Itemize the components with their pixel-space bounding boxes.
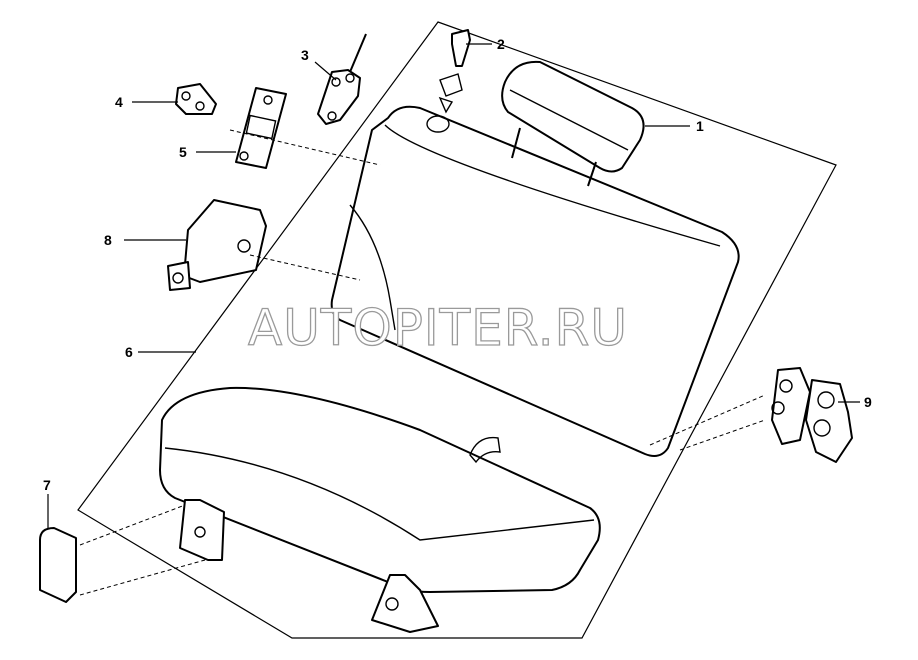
- headrest: [501, 60, 645, 187]
- callout-2: 2: [497, 36, 505, 52]
- callout-4: 4: [115, 94, 123, 110]
- seat-backrest: [330, 105, 740, 457]
- hinge-bracket-right: [771, 367, 853, 463]
- callout-8: 8: [104, 232, 112, 248]
- callout-1: 1: [696, 118, 704, 134]
- callout-9: 9: [864, 394, 872, 410]
- headrest-guide: [438, 29, 471, 114]
- hinge-bracket-left: [167, 199, 267, 291]
- assembly-boundary: [77, 21, 837, 639]
- small-hinge: [175, 83, 217, 115]
- seat-cushion: [159, 386, 601, 593]
- cushion-front-leg: [179, 499, 225, 561]
- callout-3: 3: [301, 47, 309, 63]
- callout-6: 6: [125, 344, 133, 360]
- watermark-text: AUTOPITER.RU: [248, 299, 628, 357]
- cushion-rear-leg: [371, 574, 439, 633]
- end-cap: [39, 527, 77, 603]
- latch-plate: [235, 87, 287, 169]
- callout-5: 5: [179, 144, 187, 160]
- callout-7: 7: [43, 477, 51, 493]
- latch-bracket: [317, 33, 367, 125]
